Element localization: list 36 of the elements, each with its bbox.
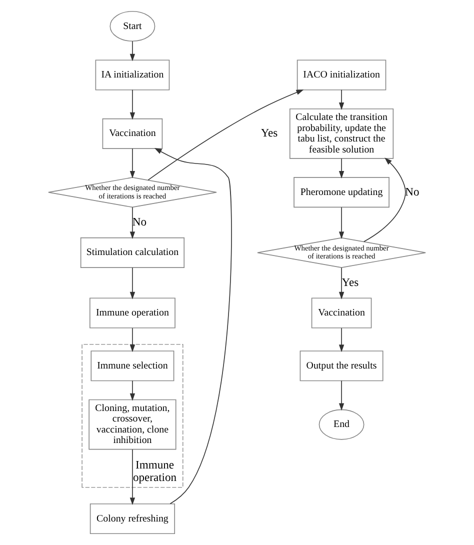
node-ellipse: Start	[110, 10, 156, 42]
node-box: Pheromone updating	[294, 177, 390, 208]
edge-label: Yes	[342, 276, 359, 289]
arrow	[130, 90, 136, 120]
arrow	[130, 206, 136, 240]
edge-label: No	[405, 185, 420, 198]
arrow	[338, 328, 344, 352]
arrow	[338, 90, 344, 110]
arrow	[130, 40, 136, 62]
arrow	[130, 267, 136, 300]
arrow	[130, 328, 136, 352]
arrow	[338, 158, 344, 178]
node-box: Immune selection	[90, 350, 174, 382]
arrow	[338, 206, 344, 240]
arrow	[338, 380, 344, 411]
node-ellipse: End	[318, 409, 364, 440]
node-box: Vaccination	[311, 298, 372, 328]
arrow	[148, 90, 304, 180]
node-box: IA initialization	[95, 60, 170, 90]
node-box: Colony refreshing	[90, 503, 176, 534]
arrow	[130, 380, 136, 401]
node-diamond: Whether the designated number of iterations is reached	[257, 237, 426, 268]
node-box: Immune operation	[90, 298, 176, 328]
arrow	[154, 148, 232, 504]
node-box: Cloning, mutation, crossover, vaccination, clone inhibition	[88, 399, 176, 450]
arrow	[364, 158, 406, 242]
node-box: Vaccination	[102, 118, 163, 149]
node-diamond: Whether the designated number of iterations is reached	[48, 177, 217, 208]
arrow	[338, 267, 344, 300]
node-box: Calculate the transition probability, update the tabu list, construct the feasible solution	[289, 108, 394, 159]
arrow	[130, 449, 136, 506]
node-box: IACO initialization	[296, 60, 386, 90]
node-box: Output the results	[300, 350, 384, 382]
arrow	[130, 148, 136, 178]
edge-label: Yes	[260, 126, 278, 140]
node-box: Stimulation calculation	[80, 237, 185, 268]
